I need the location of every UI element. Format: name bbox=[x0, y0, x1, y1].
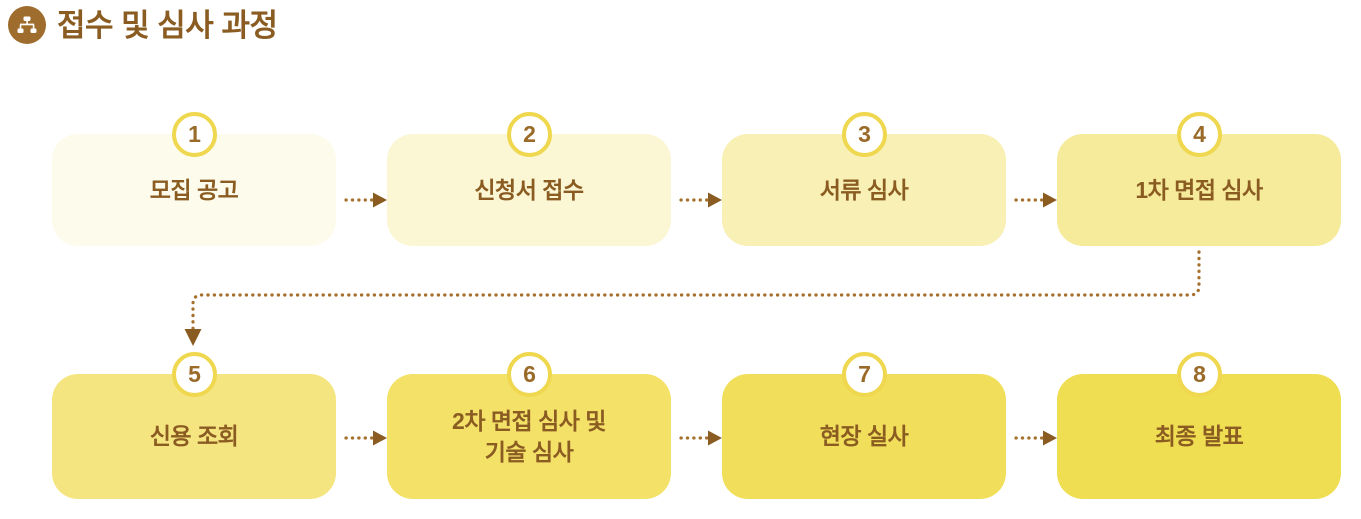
step-label: 모집 공고 bbox=[149, 176, 239, 203]
step-badge-1: 1 bbox=[172, 112, 217, 157]
step-number: 6 bbox=[523, 360, 536, 387]
step-number: 2 bbox=[523, 120, 536, 147]
step-label: 1차 면접 심사 bbox=[1135, 176, 1263, 203]
step-label: 신용 조회 bbox=[149, 423, 239, 450]
step-badge-8: 8 bbox=[1177, 352, 1222, 397]
step-badge-6: 6 bbox=[507, 352, 552, 397]
step-badge-2: 2 bbox=[507, 112, 552, 157]
step-badge-3: 3 bbox=[842, 112, 887, 157]
step-number: 4 bbox=[1193, 120, 1206, 147]
step-label: 최종 발표 bbox=[1154, 423, 1244, 450]
flow-arrow-5-to-6 bbox=[344, 430, 387, 446]
step-badge-5: 5 bbox=[172, 352, 217, 397]
step-label: 신청서 접수 bbox=[474, 176, 584, 203]
step-number: 5 bbox=[188, 360, 201, 387]
step-label: 서류 심사 bbox=[819, 176, 909, 203]
page-title: 접수 및 심사 과정 bbox=[57, 7, 278, 43]
org-chart-icon bbox=[8, 6, 46, 44]
step-number: 7 bbox=[858, 360, 871, 387]
flow-arrow-3-to-4 bbox=[1014, 192, 1057, 208]
step-badge-4: 4 bbox=[1177, 112, 1222, 157]
page-header: 접수 및 심사 과정 bbox=[8, 6, 278, 44]
step-number: 8 bbox=[1193, 360, 1206, 387]
flow-arrow-1-to-2 bbox=[344, 192, 387, 208]
flow-arrow-2-to-3 bbox=[679, 192, 722, 208]
wrap-arrowhead bbox=[184, 329, 202, 346]
step-badge-7: 7 bbox=[842, 352, 887, 397]
flow-arrow-7-to-8 bbox=[1014, 430, 1057, 446]
flow-arrow-6-to-7 bbox=[679, 430, 722, 446]
step-number: 1 bbox=[188, 120, 201, 147]
step-label: 2차 면접 심사 및 기술 심사 bbox=[452, 408, 606, 465]
step-number: 3 bbox=[858, 120, 871, 147]
step-label: 현장 실사 bbox=[819, 423, 909, 450]
